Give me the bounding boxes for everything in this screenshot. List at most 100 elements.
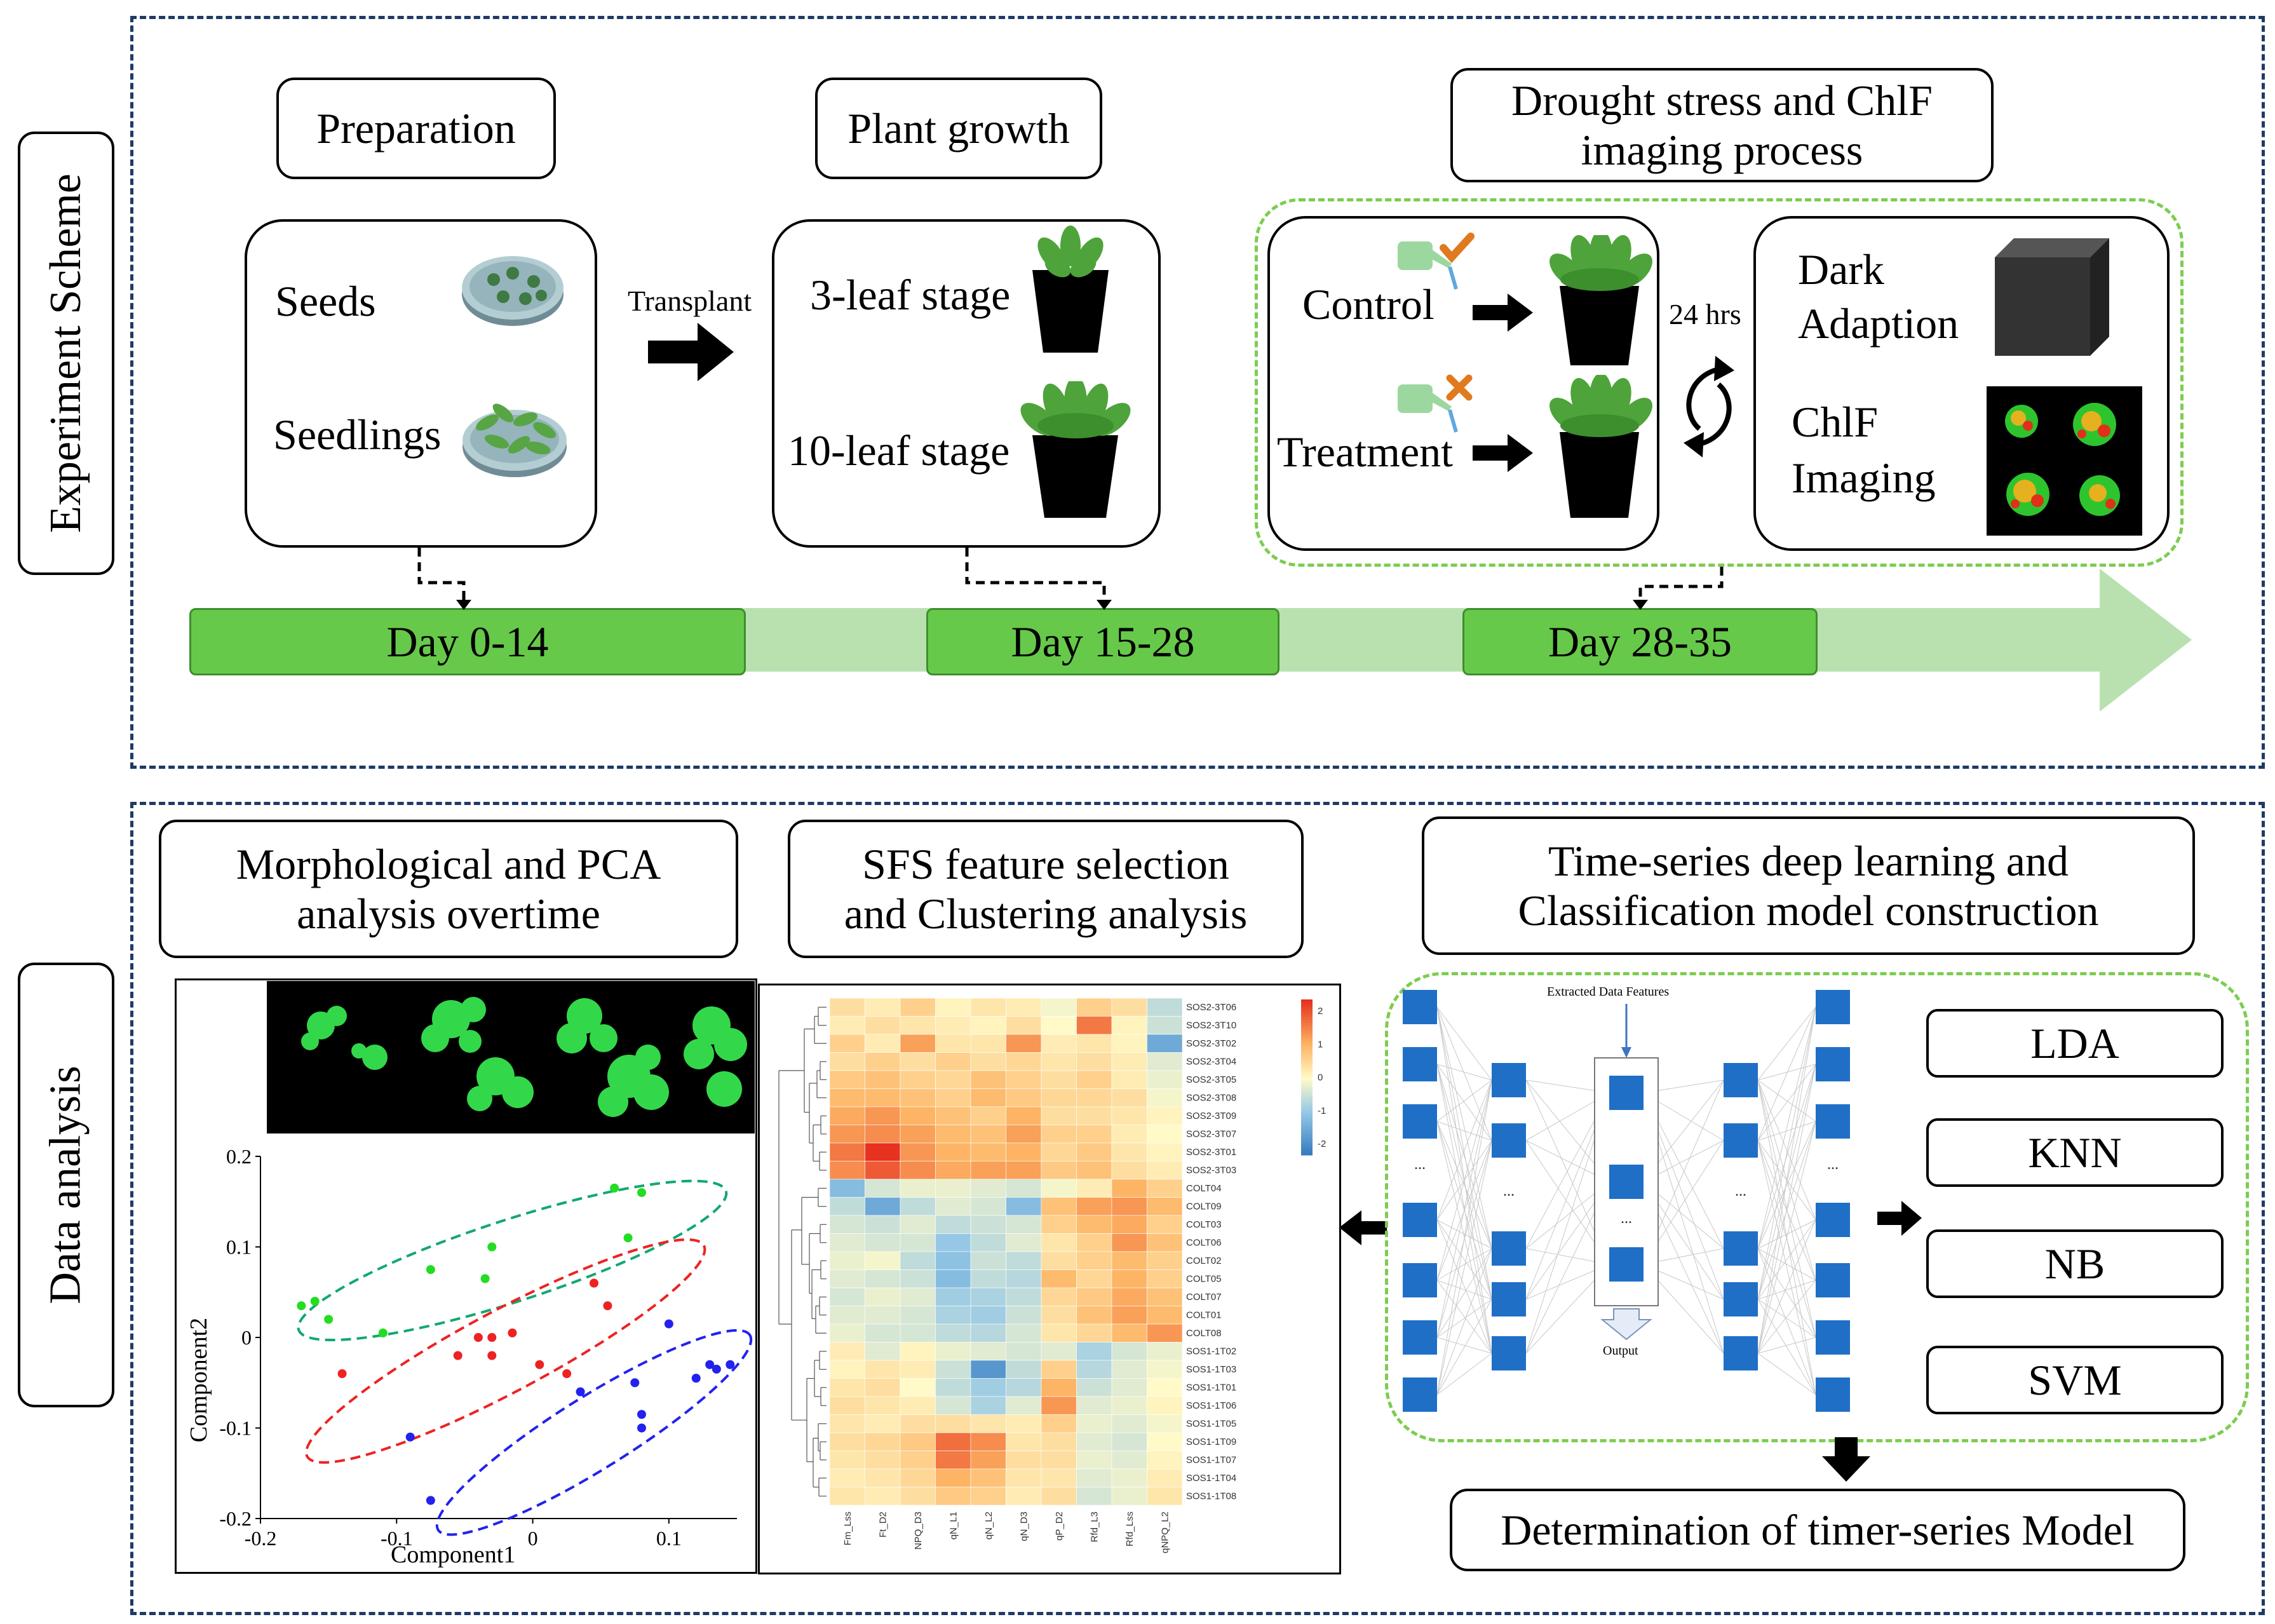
pca-point	[691, 1374, 701, 1383]
heatmap-cell	[1111, 1287, 1147, 1306]
heatmap-cell	[1111, 1106, 1147, 1125]
heatmap-cell	[1041, 1414, 1077, 1433]
pca-point	[590, 1278, 598, 1288]
heatmap-cell	[1111, 1088, 1147, 1107]
heatmap-cell	[1147, 1179, 1183, 1198]
heatmap-cell	[1076, 1233, 1112, 1252]
model-svm: SVM	[1926, 1346, 2224, 1414]
pca-point	[480, 1274, 490, 1283]
day-0-14-bar: Day 0-14	[189, 608, 746, 675]
heatmap-cell	[970, 1468, 1006, 1487]
heatmap-cell	[1147, 1342, 1183, 1361]
heatmap-cell	[1147, 1088, 1183, 1107]
heatmap-cell	[1006, 1215, 1042, 1234]
heatmap-cell	[1006, 1306, 1042, 1325]
heatmap-cell	[829, 1142, 865, 1161]
heatmap-scale-segment	[1301, 1074, 1313, 1078]
heatmap-cell	[1041, 1251, 1077, 1270]
heatmap-cell	[1041, 1451, 1077, 1470]
heatmap-cell	[970, 1016, 1006, 1035]
pca-point	[324, 1315, 334, 1324]
heatmap-cell	[1111, 1342, 1147, 1361]
heatmap-cell	[1006, 998, 1042, 1017]
nn-connection	[1757, 1353, 1816, 1395]
heatmap-scale-segment	[1301, 1127, 1313, 1130]
heatmap-cell	[935, 998, 971, 1017]
heatmap-dendrogram	[778, 1006, 827, 1497]
pca-point	[378, 1328, 388, 1337]
nn-node	[1816, 1047, 1850, 1081]
heatmap-cell	[970, 998, 1006, 1017]
heatmap-cell	[829, 1432, 865, 1451]
heatmap-scale-segment	[1301, 1103, 1313, 1106]
heatmap-row-label: COLT08	[1186, 1328, 1222, 1339]
heatmap-cell	[865, 998, 901, 1017]
morph-plant-image	[267, 981, 755, 1133]
treatment-label: Treatment	[1277, 428, 1454, 476]
dark-chamber-icon	[1995, 238, 2109, 356]
nn-connection	[1757, 1248, 1816, 1395]
heatmap-scale-segment	[1301, 1005, 1313, 1008]
heatmap-scale-segment	[1301, 1087, 1313, 1091]
heatmap-cell	[900, 1414, 936, 1433]
heatmap-cell	[1076, 1287, 1112, 1306]
heatmap-row-label: SOS1-1T02	[1186, 1346, 1236, 1357]
heatmap-cell	[865, 1142, 901, 1161]
heatmap-cell	[1076, 1088, 1112, 1107]
heatmap-cell	[970, 1106, 1006, 1125]
heatmap-cell	[1076, 1070, 1112, 1089]
heatmap-cell	[1147, 1287, 1183, 1306]
heatmap-scale-segment	[1301, 1142, 1313, 1146]
heatmap-cell	[1147, 1052, 1183, 1071]
cycle-arrows-icon	[1684, 356, 1734, 457]
data-analysis-label: Data analysis	[18, 963, 114, 1407]
heatmap-cell	[1041, 1052, 1077, 1071]
heatmap-scale-segment	[1301, 1079, 1313, 1083]
heatmap-cell	[865, 1088, 901, 1107]
nn-connection	[1436, 1299, 1492, 1338]
heatmap-cell	[900, 1468, 936, 1487]
heatmap-cell	[829, 1070, 865, 1089]
heatmap-cell	[900, 1142, 936, 1161]
nn-connection	[1436, 1219, 1492, 1249]
heatmap-cell	[970, 1323, 1006, 1343]
nn-connection	[1757, 1121, 1816, 1354]
pca-point	[664, 1319, 673, 1329]
nn-ellipsis: ...	[1621, 1210, 1632, 1227]
nn-connection	[1436, 1337, 1492, 1354]
determination-text: Determination of timer-series Model	[1501, 1505, 2135, 1554]
heatmap-cell	[935, 1468, 971, 1487]
dl-group	[1385, 972, 2249, 1442]
heatmap-cell	[900, 1215, 936, 1234]
heatmap-cell	[1147, 1323, 1183, 1343]
heatmap-cell	[865, 1378, 901, 1397]
heatmap-cell	[1111, 998, 1147, 1017]
heatmap-cell	[1111, 1432, 1147, 1451]
pca-point	[535, 1360, 544, 1369]
heatmap-row-label: COLT06	[1186, 1238, 1222, 1248]
heatmap-cell	[935, 1034, 971, 1053]
heatmap-cell	[970, 1161, 1006, 1180]
heatmap-cell	[970, 1125, 1006, 1144]
heatmap-cell	[1111, 1360, 1147, 1379]
nn-connection	[1436, 1121, 1492, 1249]
heatmap-cell	[1076, 1215, 1112, 1234]
heatmap-cell	[935, 1342, 971, 1361]
heatmap-cell	[935, 1323, 971, 1343]
heatmap-cell	[935, 1269, 971, 1289]
heatmap-cell	[1076, 1396, 1112, 1415]
heatmap-cell	[1147, 1396, 1183, 1415]
nn-node	[1816, 990, 1850, 1024]
heatmap-scale-segment	[1301, 1082, 1313, 1086]
nn-node	[1609, 1247, 1644, 1282]
nn-node	[1403, 1377, 1437, 1412]
heatmap-cell	[900, 1306, 936, 1325]
heatmap-cell	[1111, 1197, 1147, 1216]
heatmap-cell	[1076, 1269, 1112, 1289]
nn-node	[1403, 1203, 1437, 1237]
heatmap-cell	[829, 1396, 865, 1415]
heatmap-cell	[1006, 1070, 1042, 1089]
heatmap-cell	[865, 1161, 901, 1180]
heatmap-cell	[829, 1468, 865, 1487]
potted-plant-treatment-icon	[1549, 375, 1652, 518]
